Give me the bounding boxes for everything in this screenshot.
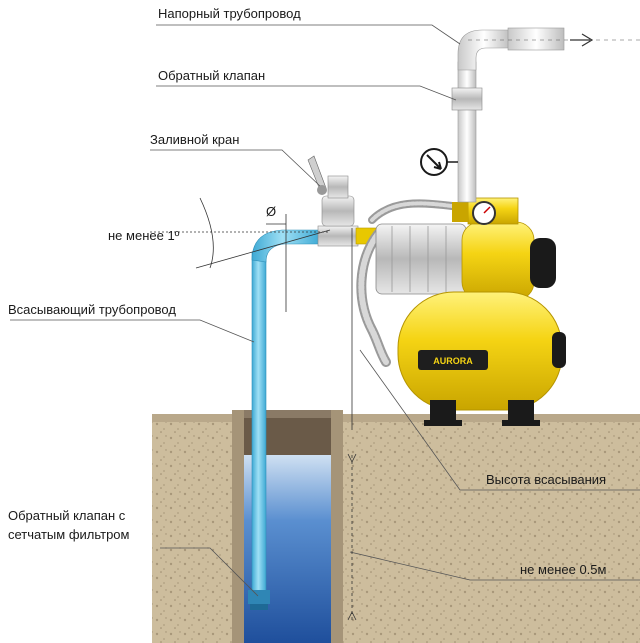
label-check-valve-filter-line2: сетчатым фильтром: [8, 527, 130, 542]
leader-fill-tap: [150, 149, 321, 187]
motor-fan-cover: [530, 238, 556, 288]
label-diameter: Ø: [266, 204, 277, 219]
check-valve-filter: [248, 590, 270, 604]
brand-plate: [418, 350, 488, 370]
well-shaft: [232, 410, 343, 643]
leader-filter: [160, 547, 259, 597]
pump: [375, 197, 556, 301]
fill-tap-assembly: [307, 155, 377, 247]
leader-discharge: [156, 24, 461, 45]
pump-motor: [461, 221, 535, 301]
label-suction-height: Высота всасывания: [486, 472, 607, 487]
label-min-depth: не менее 0.5м: [520, 562, 607, 577]
label-check-valve: Обратный клапан: [158, 68, 266, 83]
leader-check-valve: [156, 85, 457, 101]
label-suction-pipe: Всасывающий трубопровод: [8, 302, 176, 317]
brand-logo: AURORA: [433, 356, 473, 366]
check-valve: [451, 87, 483, 111]
slope-arc: [199, 197, 214, 269]
label-min-slope: не менее 1º: [108, 228, 180, 243]
pressure-tank: [397, 291, 566, 426]
label-discharge-pipe: Напорный трубопровод: [158, 6, 301, 21]
dimension-lines: [150, 197, 357, 621]
leader-suction-height: [359, 349, 640, 491]
pressure-gauge-icon: [420, 148, 458, 176]
tap-handle-icon: [307, 155, 327, 191]
label-check-valve-filter-line1: Обратный клапан с: [8, 508, 126, 523]
leader-min-depth: [349, 551, 640, 581]
pump-body: [375, 223, 467, 295]
ground: [152, 414, 640, 643]
leader-suction: [10, 319, 255, 343]
leader-lines: [10, 24, 640, 597]
label-fill-tap: Заливной кран: [150, 132, 240, 147]
pump-pressure-gauge-icon: [472, 201, 496, 225]
discharge-pipe: [451, 27, 640, 203]
flow-arrow-icon: [570, 33, 594, 47]
